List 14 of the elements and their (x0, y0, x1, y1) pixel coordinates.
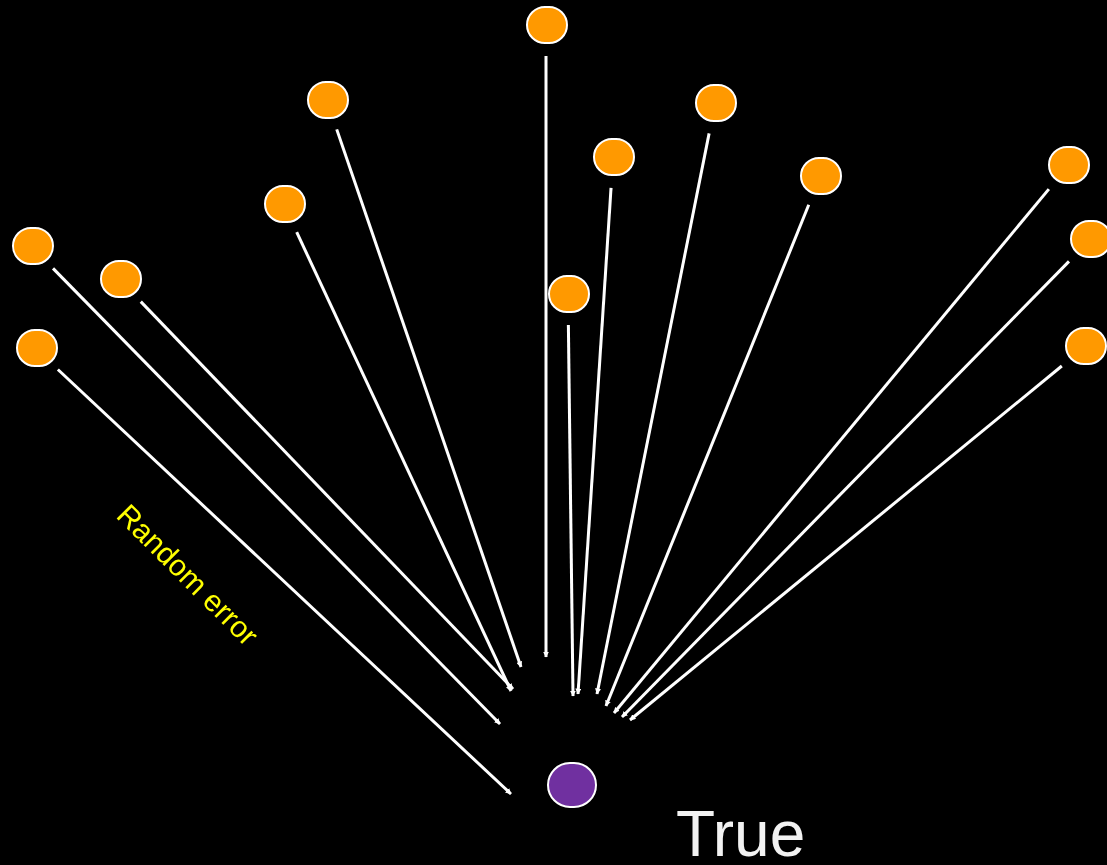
arrow (51, 267, 502, 726)
arrow (56, 368, 513, 796)
arrow (295, 231, 513, 692)
arrow (604, 204, 811, 707)
arrow (620, 260, 1071, 719)
arrow (612, 188, 1050, 714)
arrow (139, 300, 515, 691)
point-label: True (676, 802, 806, 865)
arrow (543, 56, 549, 658)
arrow (629, 364, 1063, 722)
arrow (335, 128, 523, 668)
arrow (566, 325, 576, 697)
arrow (575, 187, 613, 695)
arrow (595, 133, 711, 695)
